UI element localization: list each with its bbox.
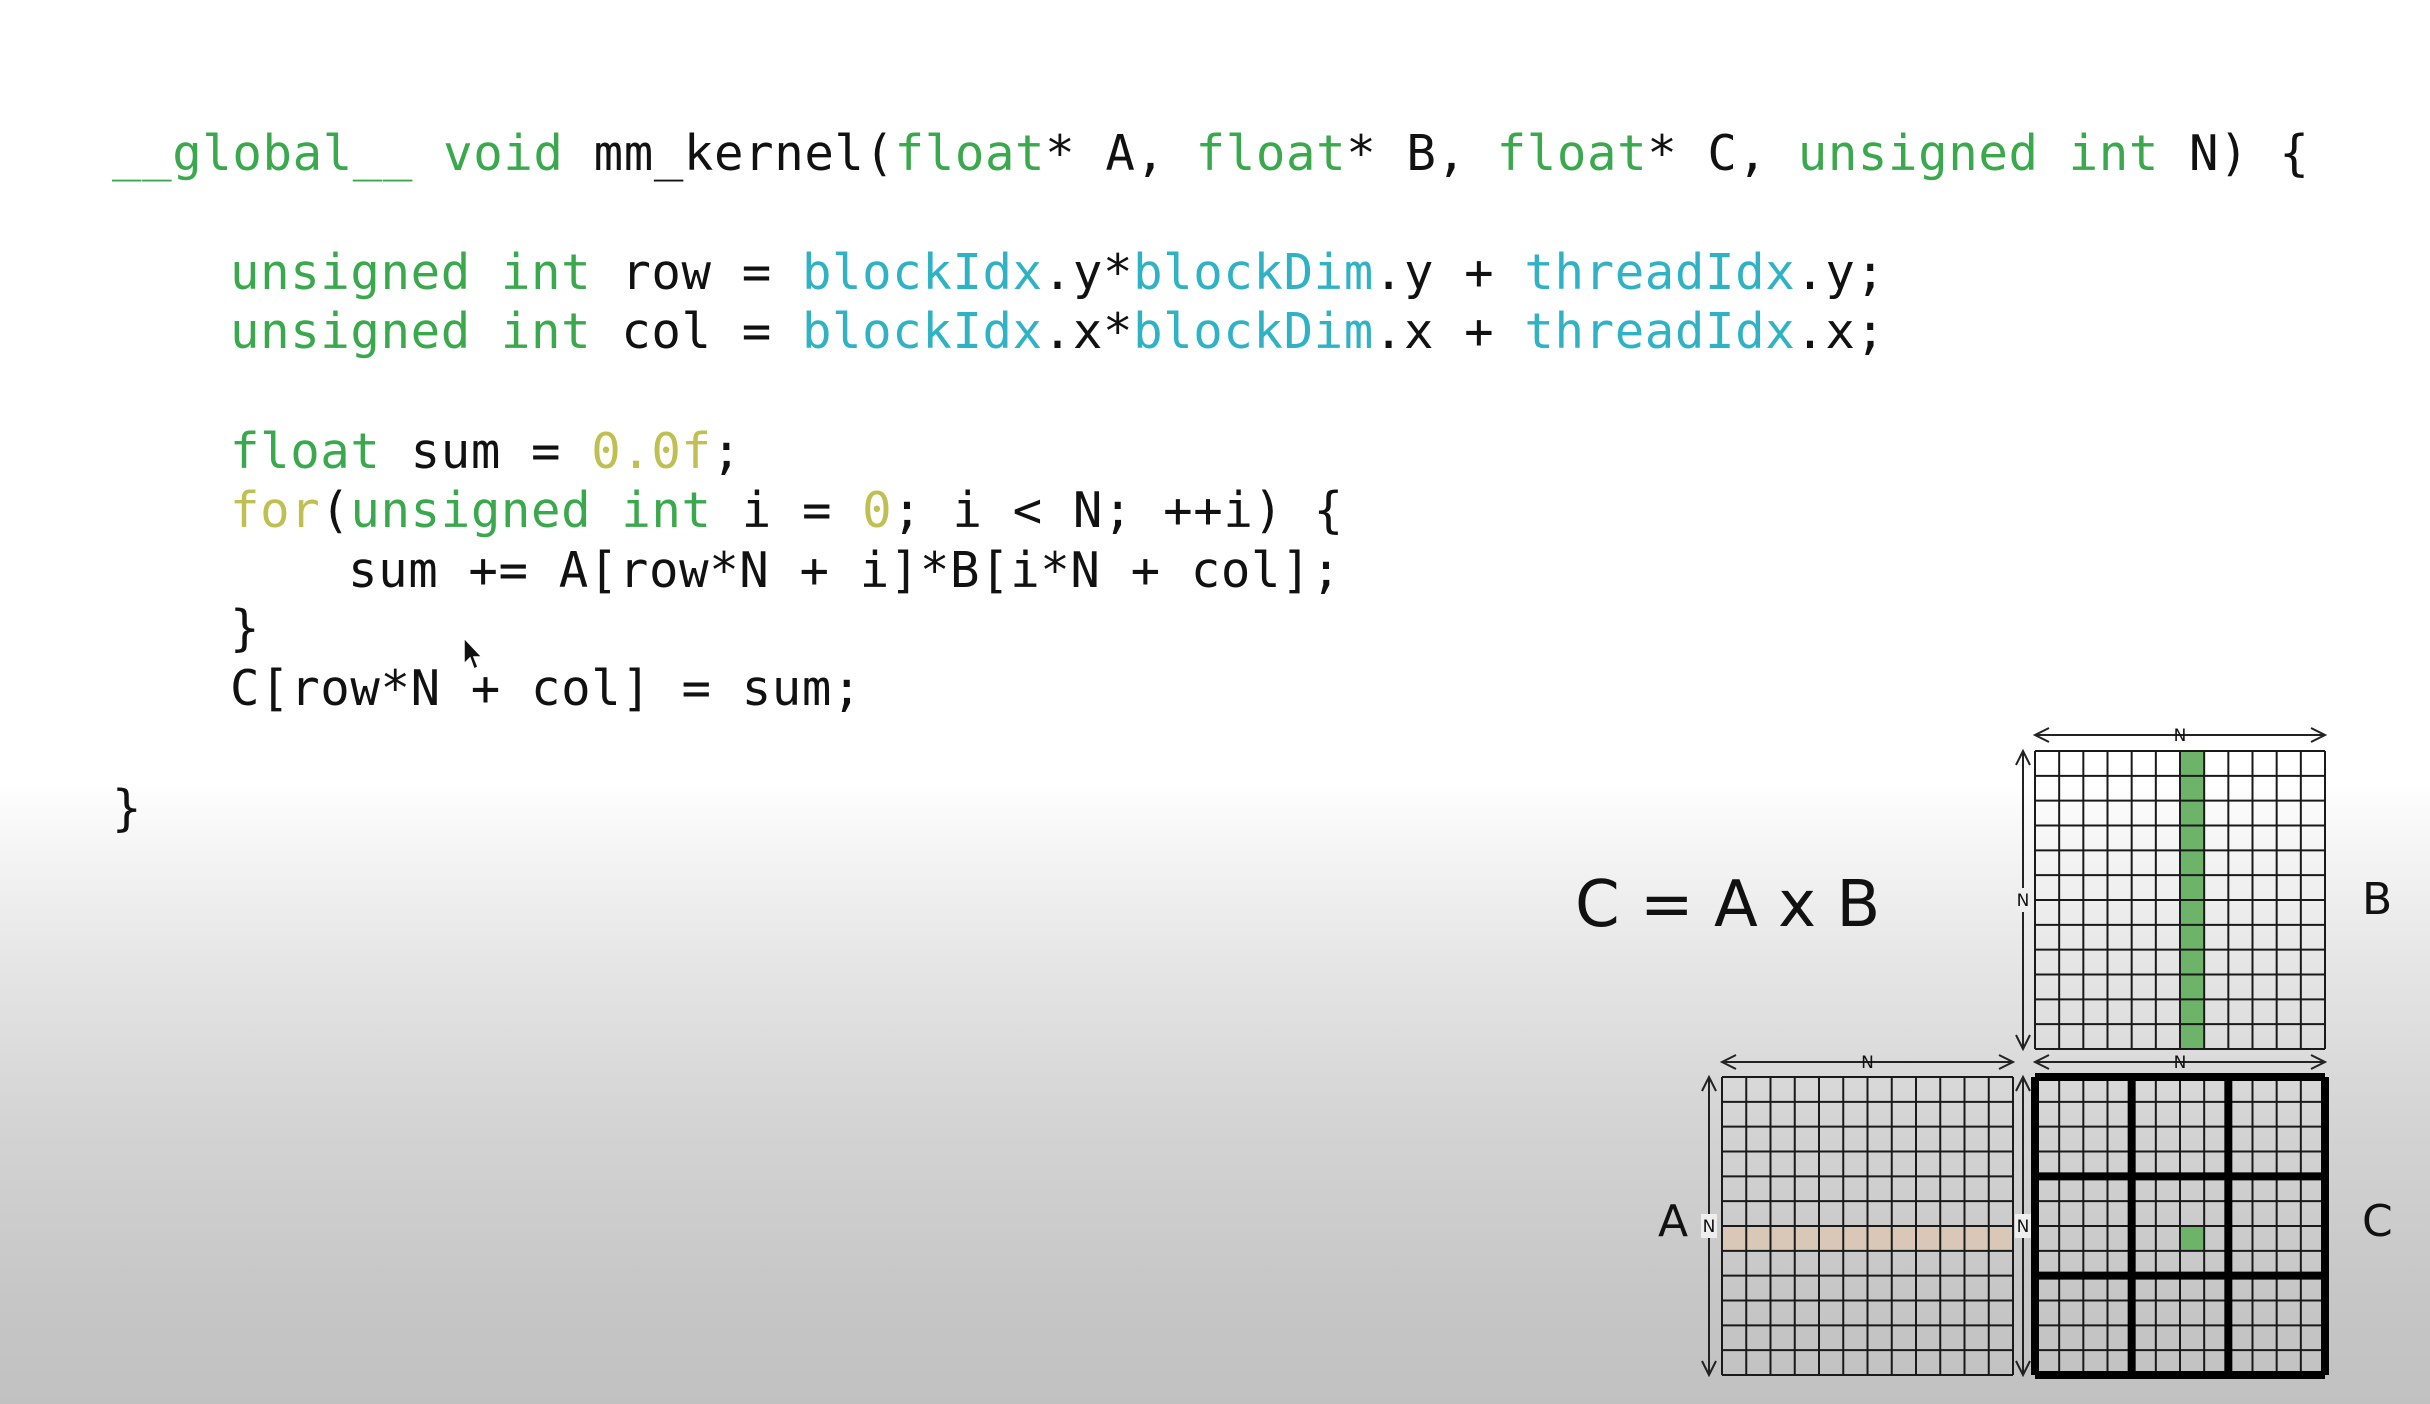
matrix-a-width-arrow-arrowhead-right xyxy=(1998,1054,2016,1070)
code-token-txt: mm_kernel( xyxy=(563,125,895,182)
code-token-txt: * A, xyxy=(1045,125,1196,182)
matrix-c-height-arrow-arrowhead-bottom xyxy=(2015,1360,2031,1378)
code-token-txt: .x; xyxy=(1795,303,1886,360)
code-line: unsigned int col = blockIdx.x*blockDim.x… xyxy=(230,302,1886,362)
code-token-kw: unsigned int xyxy=(1797,125,2159,182)
matrix-c-height-arrow-arrowhead-top xyxy=(2015,1074,2031,1092)
code-token-ctrl: for xyxy=(230,482,321,539)
code-token-kw: void xyxy=(443,125,564,182)
code-token-txt: } xyxy=(230,600,261,657)
code-token-kw: unsigned int xyxy=(350,482,712,539)
code-token-txt: sum += A[row*N + i]*B[i*N + col]; xyxy=(348,542,1342,599)
matrix-b-label: B xyxy=(2362,874,2393,925)
code-token-builtin: blockDim xyxy=(1133,244,1374,301)
code-token-txt: .y; xyxy=(1795,244,1886,301)
code-token-txt: .y* xyxy=(1042,244,1134,301)
code-token-builtin: blockIdx xyxy=(801,303,1043,360)
code-token-txt: .x* xyxy=(1042,303,1134,360)
matrix-b-height-arrow-label: N xyxy=(2017,891,2030,911)
code-token-builtin: blockIdx xyxy=(801,244,1043,301)
code-token-builtin: blockDim xyxy=(1133,303,1374,360)
matrix-a-height-arrow-arrowhead-top xyxy=(1701,1074,1717,1092)
code-token-txt: } xyxy=(112,780,143,837)
matrix-a-height-arrow-label-bg xyxy=(1701,1214,1717,1238)
code-token-kw: float xyxy=(230,423,381,480)
code-token-txt: sum = xyxy=(380,423,592,480)
code-line: } xyxy=(112,779,142,839)
code-token-kw: float xyxy=(1195,125,1347,182)
code-token-kw: float xyxy=(894,125,1046,182)
code-token-kw: unsigned int xyxy=(230,303,592,360)
code-token-txt: ; xyxy=(711,423,742,480)
code-token-txt: * B, xyxy=(1346,125,1497,182)
matrix-a-height-arrow-label: N xyxy=(1703,1217,1716,1237)
matrix-c-width-arrow-label: N xyxy=(2174,1053,2187,1073)
code-token-txt: * C, xyxy=(1647,125,1798,182)
code-token-builtin: threadIdx xyxy=(1524,244,1796,301)
code-token-txt: ; i < N; ++i) { xyxy=(892,482,1344,539)
matrix-b-width-arrow-arrowhead-left xyxy=(2032,727,2050,743)
code-line: float sum = 0.0f; xyxy=(230,422,742,482)
matrix-a-width-arrow-label: N xyxy=(1861,1053,1874,1073)
equation-label: C = A x B xyxy=(1575,868,1881,942)
matrix-c-highlight-cell xyxy=(2180,1226,2205,1251)
code-token-builtin: threadIdx xyxy=(1524,303,1796,360)
code-token-txt: C[row*N + col] = sum; xyxy=(230,660,863,717)
code-line: sum += A[row*N + i]*B[i*N + col]; xyxy=(348,541,1341,601)
matrix-b-width-arrow-arrowhead-right xyxy=(2310,727,2328,743)
code-token-txt: i = xyxy=(711,482,863,539)
matrix-a-height-arrow-arrowhead-bottom xyxy=(1701,1360,1717,1378)
matrix-b-height-arrow-arrowhead-top xyxy=(2015,748,2031,766)
matrix-b-width-arrow-label: N xyxy=(2174,726,2187,746)
code-line: __global__ void mm_kernel(float* A, floa… xyxy=(112,124,2309,184)
matrix-a-label: A xyxy=(1658,1196,1689,1247)
code-token-num: 0 xyxy=(862,482,893,539)
code-line: unsigned int row = blockIdx.y*blockDim.y… xyxy=(230,243,1886,303)
code-token-txt: .y + xyxy=(1373,244,1525,301)
matrix-c-height-arrow-label-bg xyxy=(2015,1214,2031,1238)
code-line: C[row*N + col] = sum; xyxy=(230,659,862,719)
code-token-txt: row = xyxy=(591,244,802,301)
matrix-c-height-arrow-label: N xyxy=(2017,1217,2030,1237)
code-token-txt: col = xyxy=(591,303,802,360)
code-token-kw: unsigned int xyxy=(230,244,592,301)
code-line: for(unsigned int i = 0; i < N; ++i) { xyxy=(230,481,1344,541)
mouse-cursor-icon xyxy=(463,636,484,671)
code-line: } xyxy=(230,599,260,659)
code-token-txt: .x + xyxy=(1373,303,1525,360)
matrix-b-height-arrow-label-bg xyxy=(2015,888,2031,912)
matrix-c-width-arrow-arrowhead-left xyxy=(2032,1054,2050,1070)
matrix-a-width-arrow-arrowhead-left xyxy=(1719,1054,1737,1070)
code-token-txt: ( xyxy=(320,482,351,539)
code-token-kw: __global__ xyxy=(112,125,414,182)
matrix-b-height-arrow-arrowhead-bottom xyxy=(2015,1034,2031,1052)
code-token-num: 0.0f xyxy=(591,423,712,480)
code-token-kw: float xyxy=(1496,125,1648,182)
matrix-c-label: C xyxy=(2362,1196,2393,1247)
matrix-c-width-arrow-arrowhead-right xyxy=(2310,1054,2328,1070)
code-token-txt: N) { xyxy=(2158,125,2310,182)
